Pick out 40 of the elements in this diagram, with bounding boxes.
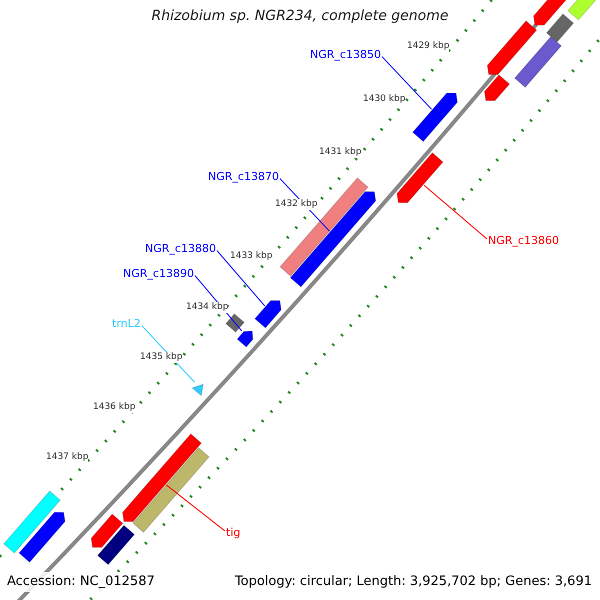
title: Rhizobium sp. NGR234, complete genome: [150, 8, 450, 25]
gene-label: NGR_c13850: [310, 48, 381, 62]
gene-feature: [3, 490, 61, 554]
tick-label: 1430 kbp: [363, 94, 406, 105]
gene-feature: [225, 313, 245, 333]
gene-label: NGR_c13890: [123, 267, 194, 280]
gene-feature: [254, 300, 282, 329]
gene-feature: [412, 92, 458, 142]
gene-feature: [122, 433, 202, 522]
gene-feature: [132, 446, 210, 534]
gene-label: NGR_c13860: [488, 234, 559, 248]
tick-label: 1433 kbp: [230, 251, 272, 262]
gene-label: tig: [226, 526, 240, 540]
gene-triangle: [191, 384, 204, 397]
leader-line: [424, 184, 488, 240]
tick-label: 1435 kbp: [140, 352, 182, 363]
gene-feature: [396, 152, 444, 204]
tick-label: 1436 kbp: [93, 402, 136, 413]
tick-label: 1437 kbp: [46, 452, 88, 463]
gene-label: NGR_c13880: [145, 242, 216, 256]
gene-feature: [533, 0, 568, 26]
gene-label: trnL2: [112, 317, 141, 330]
gene-feature: [236, 330, 254, 348]
tick-label: 1429 kbp: [407, 41, 450, 52]
gene-feature: [484, 74, 510, 102]
gene-feature: [514, 36, 562, 88]
tick-label: 1431 kbp: [319, 147, 362, 158]
gene-feature: [567, 0, 599, 21]
leader-line: [166, 484, 226, 532]
tick-label: 1432 kbp: [275, 199, 318, 210]
leader-line: [216, 250, 266, 306]
gene-feature: [486, 20, 538, 76]
gene-feature: [546, 13, 574, 43]
gene-feature: [90, 513, 124, 548]
leader-line: [381, 56, 432, 110]
tick-label: 1434 kbp: [186, 302, 228, 313]
gene-feature: [96, 524, 136, 566]
gene-label: NGR_c13870: [208, 170, 279, 184]
genome-info-text: Topology: circular; Length: 3,925,702 bp; Genes: 3,691: [232, 574, 594, 590]
gene-feature: [18, 512, 66, 563]
